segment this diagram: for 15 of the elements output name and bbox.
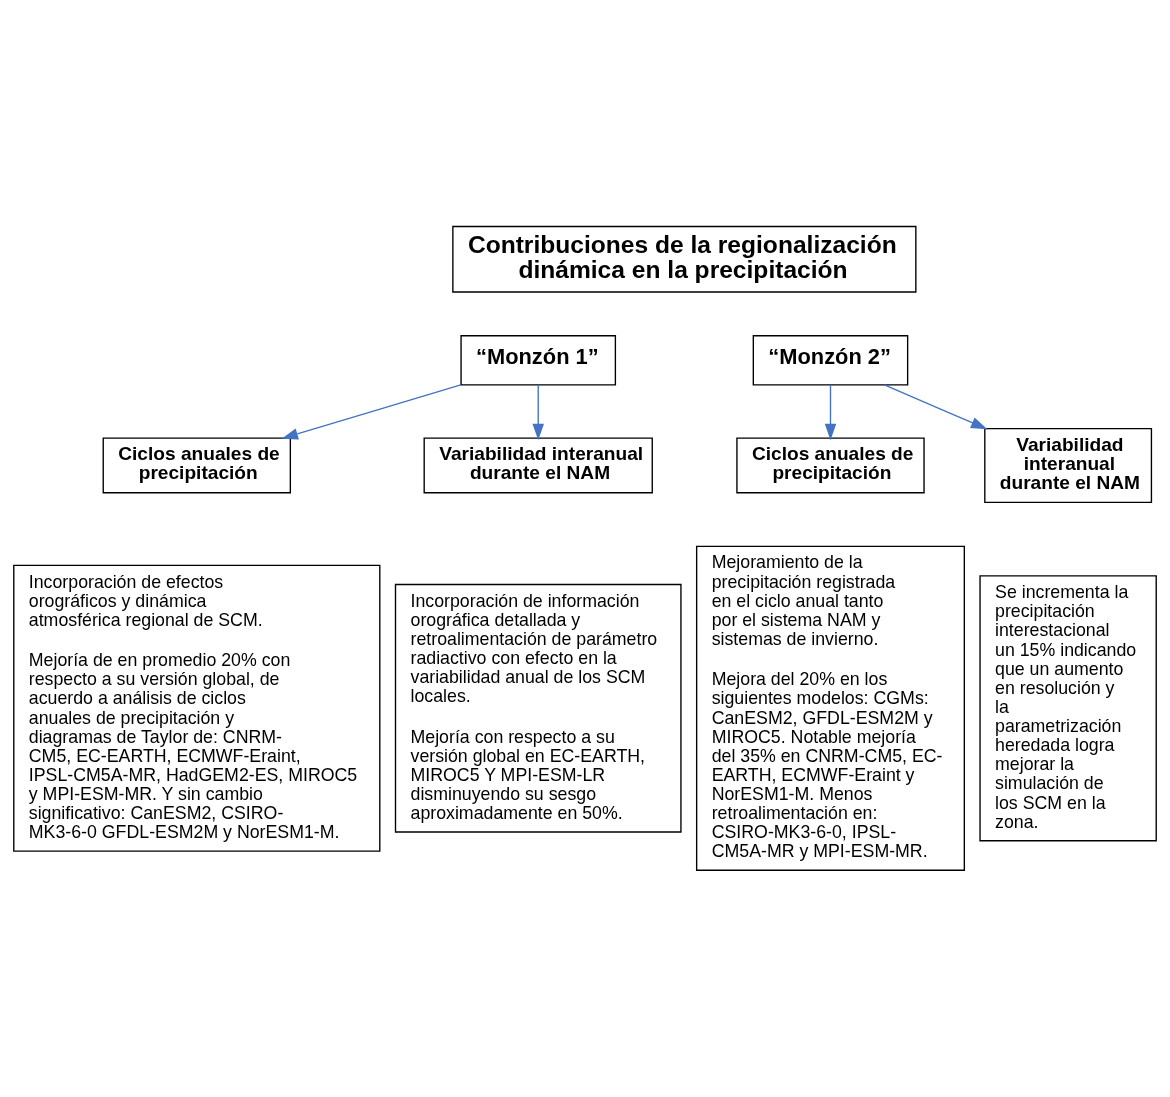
node-box: Variabilidad interanual durante el NAM	[984, 427, 1153, 504]
node-box: “Monzón 1”	[460, 335, 617, 386]
arrow	[281, 384, 462, 440]
arrow	[824, 384, 837, 441]
node-box: Ciclos anuales de precipitación	[102, 437, 292, 494]
node-box: Mejoramiento de la precipitación registrada en el ciclo anual tanto por el sistema NAM y sistemas de invierno. Mejora del 20% en los siguientes modelos: CGMs: CanESM2, GFDL-ESM2M y MIROC5. Notable mejoría del 35% en CNRM-CM5, EC-EARTH, ECMWF-Eraint y NorESM1-M. Menos retroalimentación en: CSIRO-MK3-6-0, IPSL-CM5A-MR y MPI-ESM-MR.	[695, 545, 965, 871]
node-box: Ciclos anuales de precipitación	[736, 437, 925, 494]
node-box: Incorporación de información orográfica detallada y retroalimentación de parámetro radiactivo con efecto en la variabilidad anual de los SCM locales. Mejoría con respecto a su versión global en EC-EARTH, MIROC5 Y MPI-ESM-LR disminuyendo su sesgo aproximadamente en 50%.	[394, 583, 682, 833]
node-box: “Monzón 2”	[752, 335, 909, 386]
node-box: Variabilidad interanual durante el NAM	[423, 437, 653, 494]
node-box: Se incrementa la precipitación interestacional un 15% indicando que un aumento en resolución y la parametrización heredada logra mejorar la simulación de los SCM en la zona.	[979, 575, 1157, 842]
node-box: Contribuciones de la regionalización dinámica en la precipitación	[452, 225, 917, 293]
arrow	[532, 384, 544, 441]
arrow	[883, 384, 988, 430]
node-box: Incorporación de efectos orográficos y dinámica atmosférica regional de SCM. Mejoría de en promedio 20% con respecto a su versión global, de acuerdo a análisis de ciclos anuales de precipitación y diagramas de Taylor de: CNRM-CM5, EC-EARTH, ECMWF-Eraint, IPSL-CM5A-MR, HadGEM2-ES, MIROC5 y MPI-ESM-MR. Y sin cambio significativo: CanESM2, CSIRO-MK3-6-0 GFDL-ESM2M y NorESM1-M.	[13, 564, 381, 852]
